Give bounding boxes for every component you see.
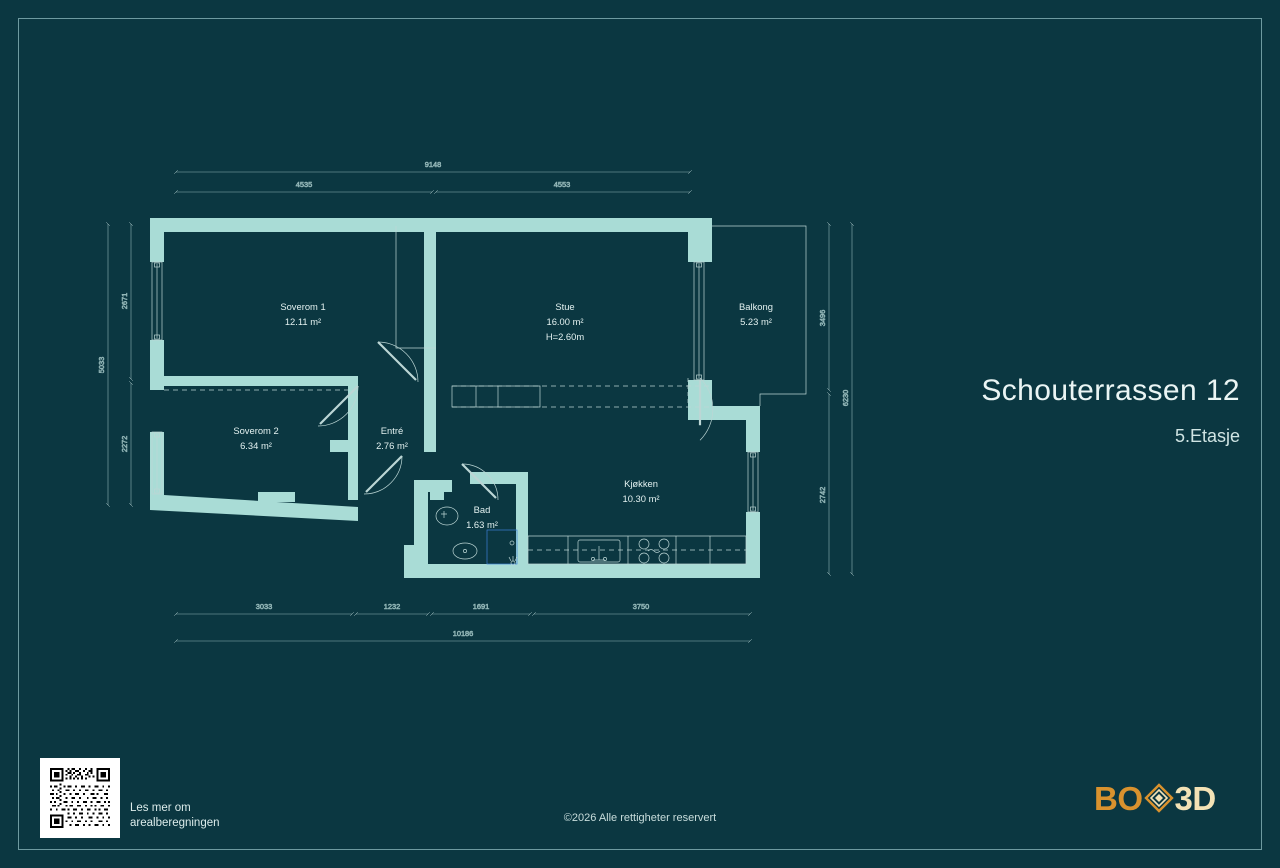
room-height: H=2.60m [546, 331, 584, 342]
room-label-bad: Bad 1.63 m² [466, 504, 498, 530]
room-name: Balkong [739, 301, 773, 312]
bo3d-logo[interactable]: BO 3D [1094, 778, 1216, 818]
dim-value: 2742 [818, 487, 827, 503]
plan-linework [164, 225, 807, 566]
room-labels: Soverom 1 12.11 m² Stue 16.00 m² H=2.60m… [233, 301, 773, 530]
window-bedroom1-left [151, 261, 163, 341]
dim-value: 3033 [256, 602, 272, 611]
room-label-stue: Stue 16.00 m² H=2.60m [546, 301, 584, 342]
dim-bottom-overall: 10186 [174, 629, 752, 643]
dim-value: 9148 [425, 160, 441, 169]
room-label-entre: Entré 2.76 m² [376, 425, 408, 451]
logo-text-bo: BO [1094, 779, 1143, 817]
room-name: Bad [474, 504, 491, 515]
room-label-balkong: Balkong 5.23 m² [739, 301, 773, 327]
dim-value: 10186 [453, 629, 474, 638]
logo-text-3d: 3D [1174, 779, 1217, 817]
page-subtitle: 5.Etasje [1174, 426, 1240, 446]
qr-caption: Les mer om arealberegningen [130, 801, 220, 830]
dim-value: 3496 [818, 310, 827, 326]
dim-value: 2272 [120, 436, 129, 452]
dim-right-overall: 6230 [841, 222, 854, 576]
door-bedroom1 [377, 341, 419, 383]
copyright-text: ©2026 Alle rettigheter reservert [563, 812, 717, 824]
room-area: 10.30 m² [623, 493, 660, 504]
room-name: Soverom 2 [233, 425, 278, 436]
dim-value: 4535 [296, 180, 312, 189]
dim-right-lower-segment: 2742 [818, 392, 831, 576]
floorplan-drawing: Soverom 1 12.11 m² Stue 16.00 m² H=2.60m… [97, 160, 854, 643]
dim-left-overall: 5033 [97, 222, 110, 507]
room-area: 12.11 m² [285, 316, 321, 327]
door-balcony [687, 377, 714, 441]
room-name: Entré [381, 425, 403, 436]
door-bedroom2 [317, 385, 359, 427]
room-label-soverom-1: Soverom 1 12.11 m² [280, 301, 325, 327]
qr-info-block[interactable]: Les mer om arealberegningen [40, 758, 220, 838]
dim-left-lower-segment: 2272 [120, 381, 133, 507]
dimension-lines: 9148 4535 4553 5033 2671 [97, 160, 854, 643]
door-bath [461, 463, 499, 501]
plan-doors [317, 341, 714, 501]
dim-bottom-segment-2: 1232 [354, 602, 430, 616]
dim-top-overall: 9148 [174, 160, 692, 174]
dim-top-left-segment: 4535 [174, 180, 434, 194]
room-label-kjokken: Kjøkken 10.30 m² [623, 478, 660, 504]
page-title: Schouterrassen 12 [981, 374, 1240, 407]
room-area: 2.76 m² [376, 440, 408, 451]
room-area: 5.23 m² [740, 316, 772, 327]
window-bedroom2-left [151, 431, 163, 495]
room-label-soverom-2: Soverom 2 6.34 m² [233, 425, 278, 451]
dim-top-right-segment: 4553 [434, 180, 692, 194]
room-area: 16.00 m² [547, 316, 584, 327]
window-kitchen-right [747, 451, 759, 513]
room-name: Soverom 1 [280, 301, 325, 312]
room-name: Kjøkken [624, 478, 658, 489]
dim-value: 4553 [554, 180, 570, 189]
dim-value: 1232 [384, 602, 400, 611]
plan-walls [150, 218, 760, 578]
dim-right-upper-segment: 3496 [818, 222, 831, 392]
qr-code-icon [48, 766, 112, 830]
title-block: Schouterrassen 12 5.Etasje [930, 374, 1240, 447]
dim-left-upper-segment: 2671 [120, 222, 133, 381]
dim-bottom-segment-4: 3750 [532, 602, 752, 616]
plan-windows [151, 261, 759, 513]
room-name: Stue [555, 301, 574, 312]
dim-bottom-segment-3: 1691 [430, 602, 532, 616]
dim-value: 2671 [120, 293, 129, 309]
dim-value: 6230 [841, 390, 850, 406]
dim-bottom-segment-1: 3033 [174, 602, 354, 616]
room-area: 1.63 m² [466, 519, 498, 530]
dim-value: 1691 [473, 602, 489, 611]
diamond-icon [1143, 783, 1174, 813]
room-area: 6.34 m² [240, 440, 272, 451]
dim-value: 3750 [633, 602, 649, 611]
door-entre-hall [363, 455, 403, 495]
window-stue-balcony [693, 261, 705, 381]
dim-value: 5033 [97, 357, 106, 373]
qr-code-card[interactable] [40, 758, 120, 838]
